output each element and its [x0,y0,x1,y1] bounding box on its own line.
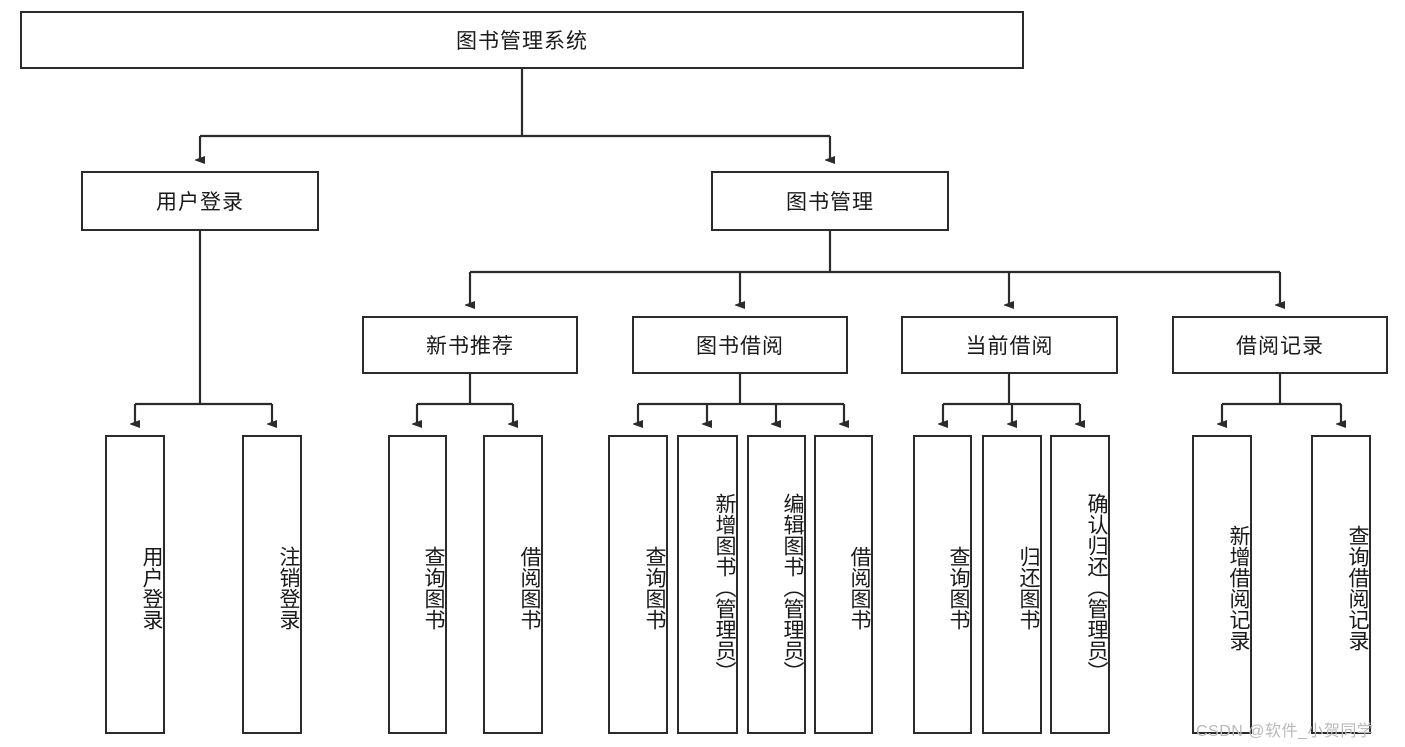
node-leaf-label: 归还图书 [1017,545,1040,630]
node-level3-2[interactable]: 当前借阅 [901,316,1118,374]
node-leaf-3[interactable]: 借阅图书 [483,435,543,734]
node-leaf-8[interactable]: 查询图书 [913,435,972,734]
node-leaf-12[interactable]: 查询借阅记录 [1311,435,1371,734]
node-leaf-9[interactable]: 归还图书 [982,435,1042,734]
node-leaf-6[interactable]: 编辑图书（管理员） [747,435,806,734]
node-leaf-label: 新增图书（管理员） [713,493,736,682]
node-leaf-10[interactable]: 确认归还（管理员） [1050,435,1110,734]
node-level2-0[interactable]: 用户登录 [81,171,319,231]
node-leaf-label: 新增借阅记录 [1227,524,1250,651]
node-leaf-4[interactable]: 查询图书 [608,435,668,734]
node-leaf-2[interactable]: 查询图书 [388,435,447,734]
node-level2-1[interactable]: 图书管理 [711,171,949,231]
node-level3-label: 当前借阅 [965,335,1054,358]
node-leaf-label: 注销登录 [277,545,300,630]
node-leaf-label: 编辑图书（管理员） [781,493,804,682]
node-leaf-label: 确认归还（管理员） [1085,493,1108,682]
node-level3-label: 图书借阅 [696,335,784,358]
node-leaf-5[interactable]: 新增图书（管理员） [677,435,738,734]
node-leaf-label: 借阅图书 [848,545,871,630]
node-level3-1[interactable]: 图书借阅 [632,316,848,374]
node-level3-3[interactable]: 借阅记录 [1172,316,1388,374]
node-leaf-label: 查询借阅记录 [1346,524,1369,651]
watermark: CSDN @软件_小贺同学 [1196,723,1374,740]
node-level2-label: 用户登录 [156,191,244,214]
node-leaf-11[interactable]: 新增借阅记录 [1192,435,1252,734]
node-leaf-0[interactable]: 用户登录 [105,435,165,734]
node-root[interactable]: 图书管理系统 [20,11,1024,69]
node-root-label: 图书管理系统 [456,30,588,53]
node-leaf-1[interactable]: 注销登录 [242,435,302,734]
node-leaf-label: 查询图书 [643,545,666,630]
node-leaf-label: 用户登录 [140,545,163,630]
node-leaf-label: 查询图书 [422,545,445,630]
node-level3-label: 借阅记录 [1236,335,1324,358]
node-leaf-label: 借阅图书 [518,545,541,630]
node-level3-label: 新书推荐 [426,335,514,358]
node-level2-label: 图书管理 [786,191,874,214]
node-level3-0[interactable]: 新书推荐 [362,316,578,374]
node-leaf-7[interactable]: 借阅图书 [814,435,873,734]
node-leaf-label: 查询图书 [947,545,970,630]
